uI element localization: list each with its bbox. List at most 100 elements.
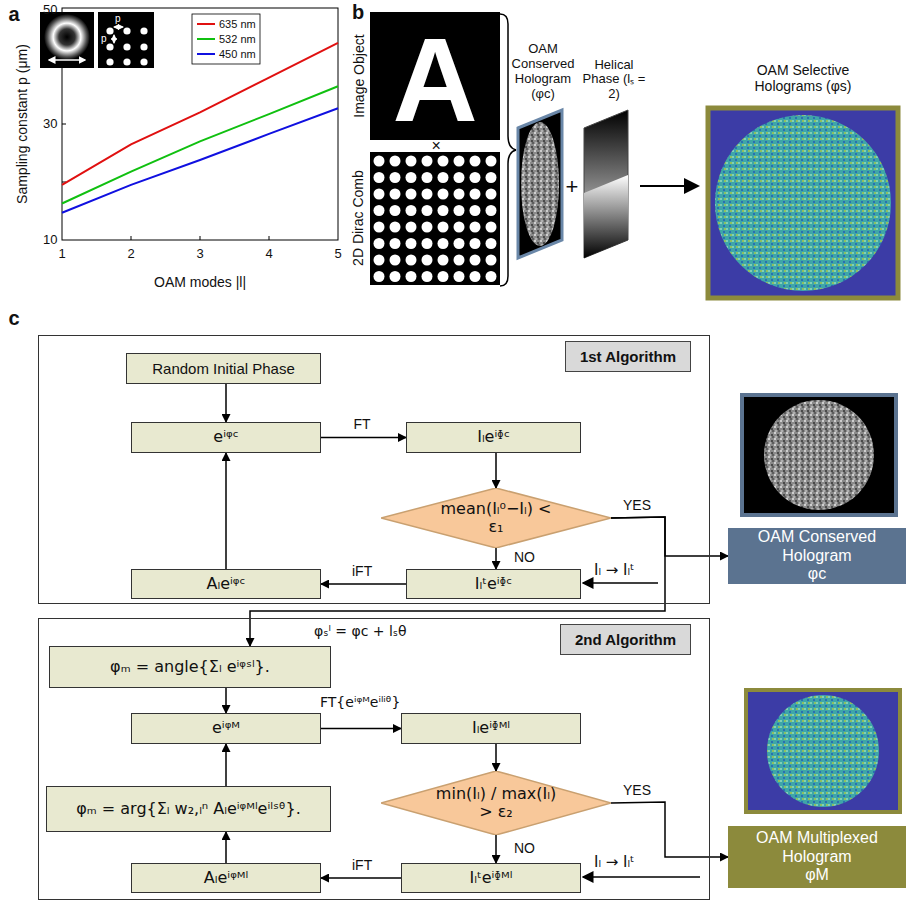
comb-dot xyxy=(470,238,481,249)
decision-diamond: min(Iₗ) / max(Iₗ) > ε₂ xyxy=(381,771,611,835)
text-label: OAM Selective Holograms (φs) xyxy=(728,62,878,94)
comb-dot xyxy=(374,172,385,183)
comb-dot xyxy=(454,156,465,167)
node-text: eⁱᵠᴹ xyxy=(212,719,240,737)
output-title: OAM Multiplexed Hologram xyxy=(734,829,900,866)
text-label: OAM modes |l| xyxy=(154,274,246,290)
node-text: Aₗeⁱᵠᶜ xyxy=(207,575,246,593)
frame-title: 2nd Algorithm xyxy=(560,624,691,655)
text-label: 30 xyxy=(43,117,57,132)
comb-dot xyxy=(486,172,497,183)
node-content: Aₗeⁱᵠᶜ xyxy=(132,570,320,598)
text-label: Image Object xyxy=(350,34,366,117)
edge-label: YES xyxy=(621,497,653,513)
panel-letter: b xyxy=(352,1,364,24)
process-box: φₘ = arg{Σₗ w₂,ₗⁿ Aₗeⁱᵠᴹˡeⁱˡˢᶿ}. xyxy=(46,786,331,832)
process-box: eⁱᵠᴹ xyxy=(131,713,321,744)
output-title: φc xyxy=(808,565,826,583)
edge-label: NO xyxy=(512,840,537,856)
comb-dot xyxy=(390,222,401,233)
edge-label: iFT xyxy=(350,563,374,579)
node-text: φₘ = arg{Σₗ w₂,ₗⁿ Aₗeⁱᵠᴹˡeⁱˡˢᶿ}. xyxy=(76,800,301,818)
flow-arrow xyxy=(495,835,497,863)
comb-dot xyxy=(406,172,417,183)
text-label: Iₗ → Iₗᵗ xyxy=(594,562,634,579)
text-label: p xyxy=(101,33,107,45)
comb-dot xyxy=(470,255,481,266)
node-content: φₘ = arg{Σₗ w₂,ₗⁿ Aₗeⁱᵠᴹˡeⁱˡˢᶿ}. xyxy=(47,787,330,831)
comb-dot xyxy=(486,271,497,282)
legend-line-sample xyxy=(197,53,215,55)
comb-dot xyxy=(406,205,417,216)
comb-dot xyxy=(486,222,497,233)
node-text: Iₗᵗeⁱᶲᶜ xyxy=(475,575,512,593)
diamond-shape xyxy=(381,771,611,835)
comb-dot xyxy=(438,271,449,282)
comb-dot xyxy=(390,238,401,249)
node-content: Random Initial Phase xyxy=(127,354,320,383)
flow-arrow xyxy=(321,437,406,439)
comb-dot xyxy=(390,189,401,200)
comb-dot xyxy=(454,271,465,282)
comb-dot xyxy=(454,205,465,216)
node-content: min(Iₗ) / max(Iₗ) > ε₂ xyxy=(381,771,611,835)
flow-arrow xyxy=(225,688,227,713)
decision-diamond: mean(Iₗ⁰−Iₗ) < ε₁ xyxy=(381,488,611,548)
comb-dot xyxy=(390,255,401,266)
process-box: Iₗeⁱᶲᶜ xyxy=(406,422,581,453)
comb-dot xyxy=(454,255,465,266)
comb-dot xyxy=(486,205,497,216)
comb-dot xyxy=(390,205,401,216)
comb-dot xyxy=(406,271,417,282)
comb-dot xyxy=(374,156,385,167)
comb-dot xyxy=(486,189,497,200)
edge-label: φₛˡ = φc + lₛθ xyxy=(312,623,409,639)
comb-dot xyxy=(470,205,481,216)
panel-letter: a xyxy=(9,3,20,26)
comb-dot xyxy=(422,222,433,233)
output-box: OAM Conserved Hologramφc xyxy=(728,528,906,584)
output-box: OAM Multiplexed HologramφM xyxy=(728,826,906,888)
text-label: OAM Conserved Hologram (φc) xyxy=(507,42,579,102)
flow-arrow xyxy=(225,384,227,422)
node-content: Aₗeⁱᵠᴹˡ xyxy=(132,864,320,892)
comb-dot xyxy=(390,156,401,167)
text-label: × xyxy=(432,137,441,155)
node-content: mean(Iₗ⁰−Iₗ) < ε₁ xyxy=(381,488,611,548)
output-title: OAM Conserved Hologram xyxy=(734,528,900,565)
edge-label: FT{eⁱᵠᴹeⁱˡⁱᶿ} xyxy=(318,694,402,710)
text-label: 1 xyxy=(59,247,66,262)
node-text: Random Initial Phase xyxy=(152,360,295,377)
flow-arrow xyxy=(321,583,406,585)
node-content: Iₗeⁱᶲᴹˡ xyxy=(402,714,580,743)
comb-dot xyxy=(406,189,417,200)
node-text: φₘ = angle{Σₗ eⁱᵠˢˡ}. xyxy=(110,658,270,676)
text-label: Sampling constant p (μm) xyxy=(14,44,30,204)
comb-dot xyxy=(406,255,417,266)
process-box: φₘ = angle{Σₗ eⁱᵠˢˡ}. xyxy=(49,646,331,688)
comb-dot xyxy=(422,238,433,249)
comb-dot xyxy=(486,255,497,266)
flow-arrow xyxy=(495,453,497,488)
node-text: Iₗeⁱᶲᴹˡ xyxy=(472,719,510,737)
node-content: Iₗᵗeⁱᶲᶜ xyxy=(407,570,580,598)
text-label: 5 xyxy=(335,247,342,262)
comb-dot xyxy=(374,189,385,200)
legend-text: 532 nm xyxy=(219,33,256,46)
process-box: Iₗeⁱᶲᴹˡ xyxy=(401,713,581,744)
node-content: Iₗeⁱᶲᶜ xyxy=(407,423,580,452)
edge-label: FT xyxy=(352,416,373,432)
comb-dot xyxy=(422,255,433,266)
comb-dot xyxy=(486,238,497,249)
comb-dot xyxy=(454,238,465,249)
comb-dot xyxy=(438,238,449,249)
frame-title: 1st Algorithm xyxy=(565,341,691,372)
process-box: Random Initial Phase xyxy=(126,353,321,384)
comb-dot xyxy=(374,222,385,233)
node-text: eⁱᵠᶜ xyxy=(213,428,238,446)
comb-dot xyxy=(406,156,417,167)
text-label: 4 xyxy=(266,247,273,262)
flow-arrow xyxy=(495,548,497,569)
process-box: Iₗᵗeⁱᶲᶜ xyxy=(406,569,581,599)
comb-dot xyxy=(374,205,385,216)
